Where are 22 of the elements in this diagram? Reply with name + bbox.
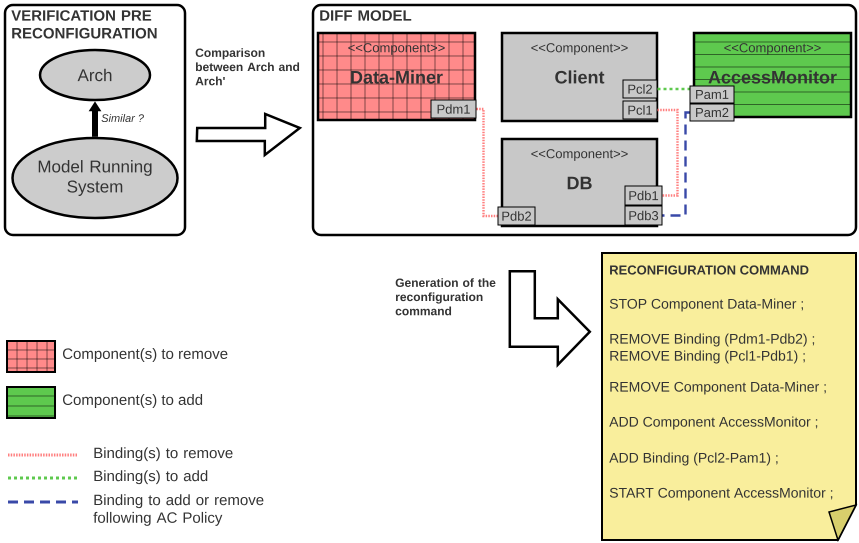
port-box: Pam2 bbox=[690, 104, 734, 122]
edge-label: Comparison between Arch and Arch' bbox=[196, 48, 300, 86]
port-box: Pdb1 bbox=[624, 186, 662, 206]
binding-line bbox=[658, 88, 690, 90]
port-box: Pdb2 bbox=[498, 206, 536, 226]
port-box: Pam1 bbox=[690, 86, 734, 104]
legend-text: Binding(s) to add bbox=[94, 470, 208, 484]
binding-line bbox=[658, 108, 679, 197]
port-box: Pcl2 bbox=[622, 80, 658, 98]
binding-line bbox=[476, 108, 498, 218]
binding-line bbox=[662, 111, 690, 217]
edge-label: Generation of the reconfiguration command bbox=[396, 278, 496, 316]
port-box: Pdm1 bbox=[430, 100, 476, 118]
legend-text: Binding to add or remove following AC Policy bbox=[93, 494, 264, 526]
port-box: Pcl1 bbox=[622, 100, 658, 120]
arrow bbox=[196, 112, 302, 158]
edge-label: Similar ? bbox=[102, 114, 144, 122]
port-box: Pdb3 bbox=[624, 206, 662, 226]
legend-text: Component(s) to add bbox=[62, 394, 202, 408]
arrow bbox=[508, 270, 592, 368]
legend-text: Component(s) to remove bbox=[62, 348, 228, 362]
legend-text: Binding(s) to remove bbox=[94, 447, 233, 462]
